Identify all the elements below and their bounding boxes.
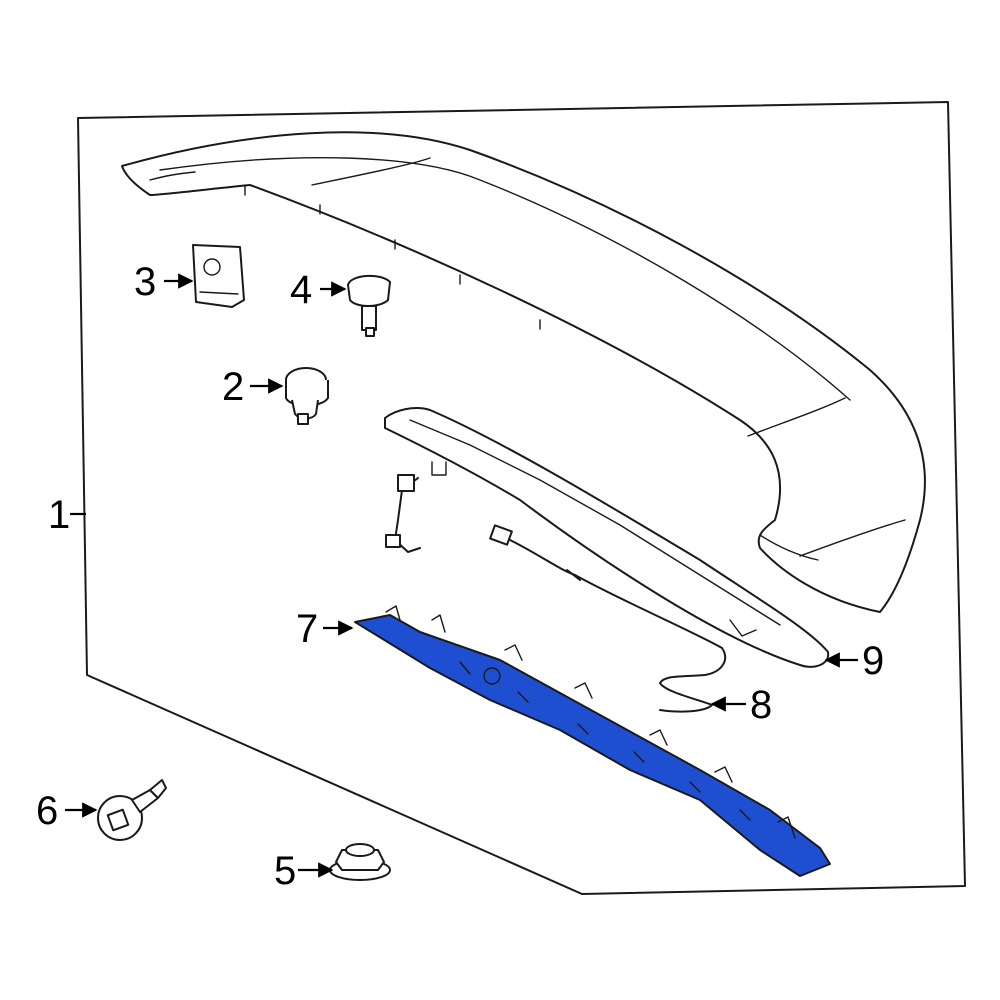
spoiler xyxy=(121,131,926,613)
callout-9: 9 xyxy=(862,639,884,683)
callout-5: 5 xyxy=(274,849,296,893)
callout-6: 6 xyxy=(36,789,58,833)
callout-3: 3 xyxy=(134,260,156,304)
bolt-part-6 xyxy=(97,779,167,841)
callout-4: 4 xyxy=(290,268,312,312)
bracket-part-9 xyxy=(384,407,830,668)
leader-lines xyxy=(65,273,858,878)
callout-2: 2 xyxy=(222,365,244,409)
assembly-outline xyxy=(77,101,966,895)
clip-part-3 xyxy=(192,244,245,308)
push-pin-part-4 xyxy=(347,274,391,337)
callout-1: 1 xyxy=(48,493,70,537)
callout-7: 7 xyxy=(296,607,318,651)
nut-part-5 xyxy=(329,843,391,881)
callout-8: 8 xyxy=(750,683,772,727)
lamp-housing-part-7 xyxy=(354,605,831,877)
retainer-part-2 xyxy=(285,367,329,425)
wire-harness xyxy=(385,474,421,553)
